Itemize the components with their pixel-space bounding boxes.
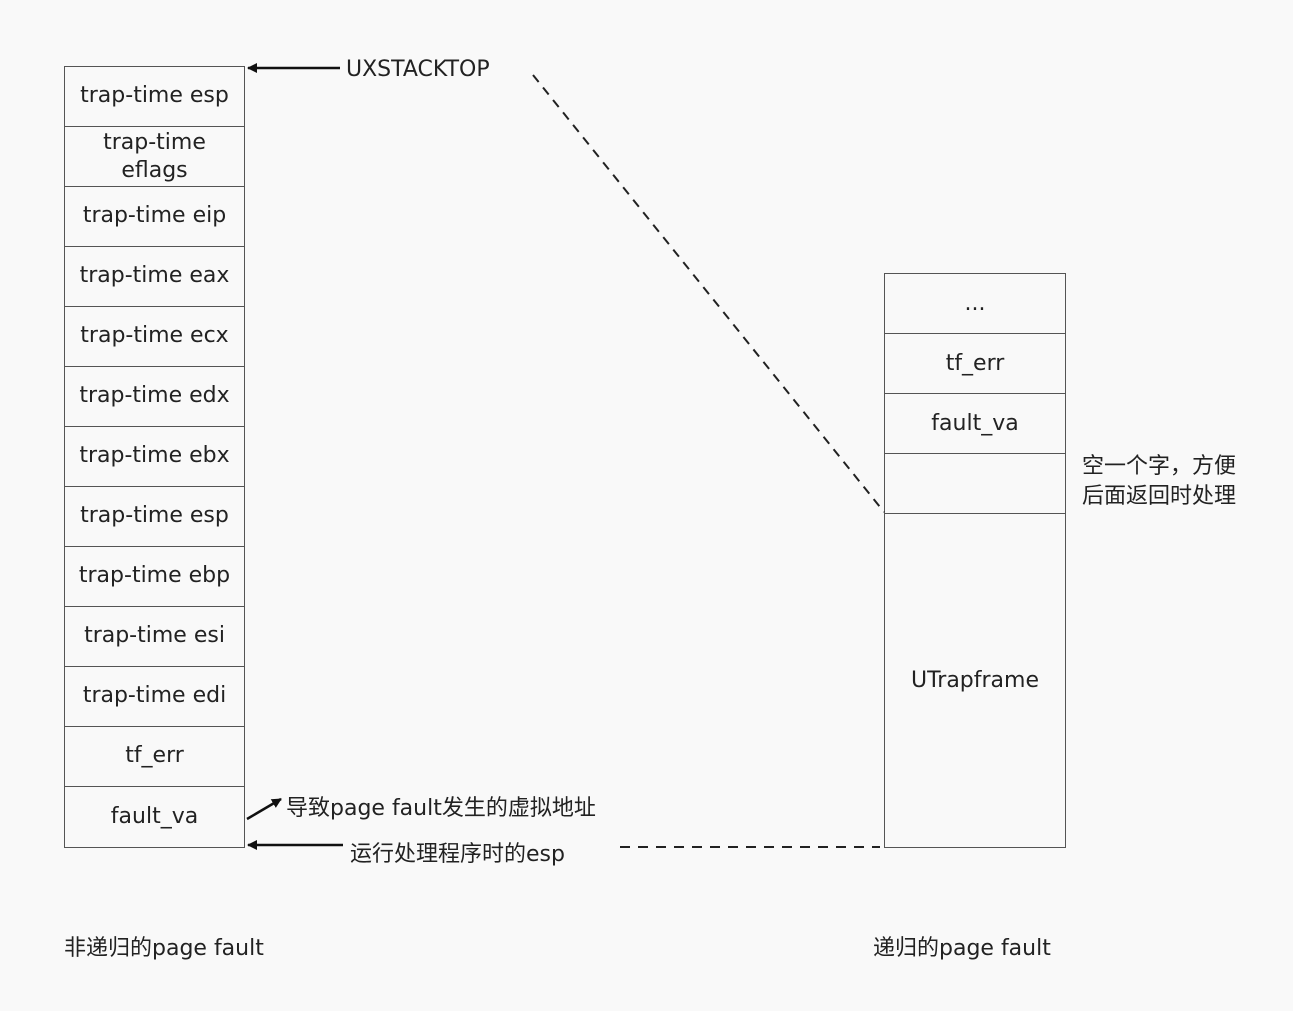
stack-cell-trap-time-ebp: trap-time ebp	[65, 547, 244, 607]
empty-word-note-line1: 空一个字，方便	[1082, 454, 1237, 479]
stack-cell-trap-time-eflags: trap-time eflags	[65, 127, 244, 187]
stack-cell-trap-time-esp: trap-time esp	[65, 67, 244, 127]
caption-left: 非递归的page fault	[64, 936, 264, 961]
stack2-cell-fault-va: fault_va	[885, 394, 1065, 454]
stack-cell-trap-time-edx: trap-time edx	[65, 367, 244, 427]
handler-esp-label: 运行处理程序时的esp	[350, 842, 565, 867]
stack-cell-trap-time-esi: trap-time esi	[65, 607, 244, 667]
stack2-cell-empty-word	[885, 454, 1065, 514]
stack-cell-trap-time-ecx: trap-time ecx	[65, 307, 244, 367]
stack-cell-trap-time-eip: trap-time eip	[65, 187, 244, 247]
stack-cell-trap-time-edi: trap-time edi	[65, 667, 244, 727]
uxstacktop-label: UXSTACKTOP	[346, 57, 490, 82]
fault-addr-arrow	[246, 797, 282, 821]
empty-word-note: 空一个字，方便 后面返回时处理	[1082, 452, 1236, 512]
caption-right: 递归的page fault	[873, 936, 1051, 961]
fault-addr-label: 导致page fault发生的虚拟地址	[286, 796, 596, 821]
dashed-diagonal	[532, 74, 885, 513]
stack2-cell-tf-err: tf_err	[885, 334, 1065, 394]
stack-cell-fault-va: fault_va	[110, 803, 199, 829]
non-recursive-stack: trap-time esp trap-time eflags trap-time…	[64, 66, 245, 848]
stack-cell-trap-time-ebx: trap-time ebx	[65, 427, 244, 487]
stack2-cell-utrapframe: UTrapframe	[910, 668, 1040, 693]
empty-word-note-line2: 后面返回时处理	[1082, 484, 1237, 509]
stack-cell-trap-time-esp-2: trap-time esp	[65, 487, 244, 547]
stack-cell-trap-time-eax: trap-time eax	[65, 247, 244, 307]
stack-cell-tf-err: tf_err	[65, 727, 244, 787]
recursive-stack: ... tf_err fault_va UTrapframe	[884, 273, 1066, 848]
stack2-cell-ellipsis: ...	[885, 274, 1065, 334]
